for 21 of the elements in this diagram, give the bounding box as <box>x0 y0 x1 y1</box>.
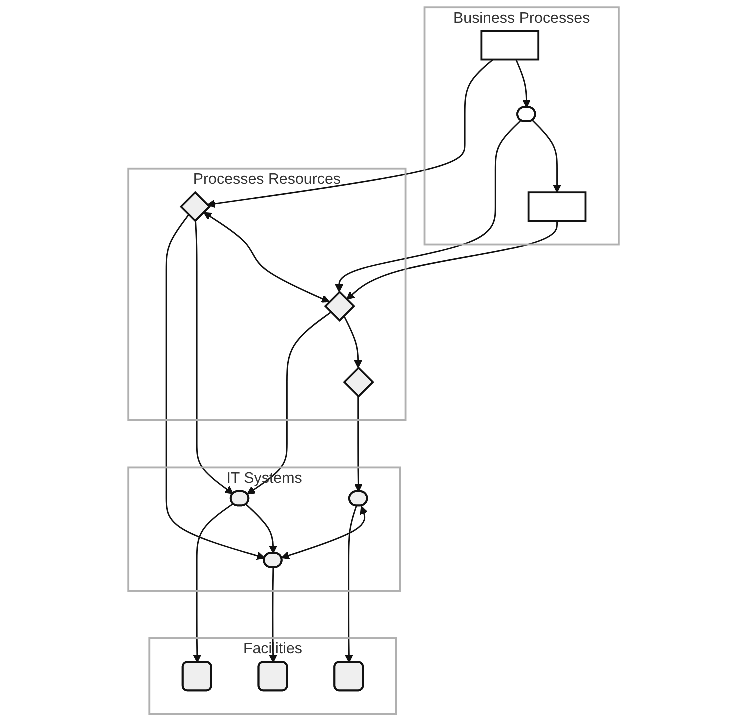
arrow <box>246 312 332 495</box>
arrow <box>166 214 266 560</box>
arrow <box>192 503 234 664</box>
arrow <box>343 316 362 368</box>
node-diamond <box>180 191 211 222</box>
arrow <box>268 568 278 664</box>
node-box <box>480 30 540 61</box>
arrow <box>346 221 558 300</box>
arrow <box>515 60 531 108</box>
node-diamond <box>343 366 374 398</box>
arrow <box>194 220 234 494</box>
arrow <box>246 504 278 554</box>
arrow <box>206 59 494 208</box>
node-diamond <box>324 290 356 322</box>
node-box <box>528 192 586 222</box>
arrow <box>532 120 562 193</box>
arrow <box>344 506 358 664</box>
arrow <box>203 212 330 303</box>
arrow <box>334 120 522 293</box>
arrow <box>354 396 363 492</box>
arrow <box>281 506 368 560</box>
